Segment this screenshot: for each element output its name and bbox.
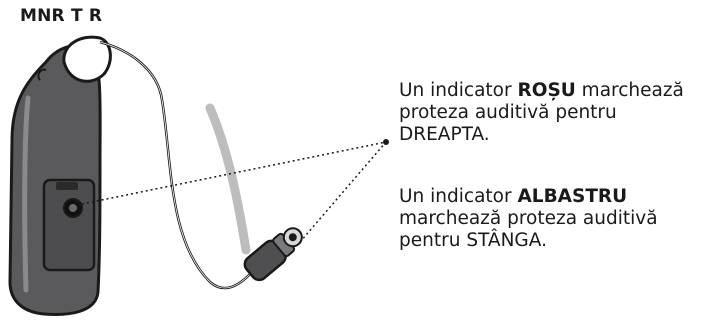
leader-line-receiver xyxy=(299,141,387,243)
background-tube xyxy=(205,103,251,255)
callout-suffix: marchează proteza auditivă pentru DREAPT… xyxy=(399,80,684,145)
callout-prefix: Un indicator xyxy=(399,186,518,207)
callout-color-word: ROȘU xyxy=(517,80,576,101)
leader-line-indicator xyxy=(81,141,387,205)
red-indicator-callout: Un indicator ROȘU marchează proteza audi… xyxy=(399,80,709,146)
callout-suffix: marchează proteza auditivă pentru STÂNGA… xyxy=(399,208,658,251)
callout-color-word: ALBASTRU xyxy=(517,186,628,207)
model-label: MNR T R xyxy=(20,6,103,26)
hearing-aid-body xyxy=(8,35,112,316)
receiver xyxy=(243,227,303,282)
callout-prefix: Un indicator xyxy=(399,80,518,101)
leader-endpoint xyxy=(383,139,389,145)
blue-indicator-callout: Un indicator ALBASTRU marchează proteza … xyxy=(399,186,709,252)
